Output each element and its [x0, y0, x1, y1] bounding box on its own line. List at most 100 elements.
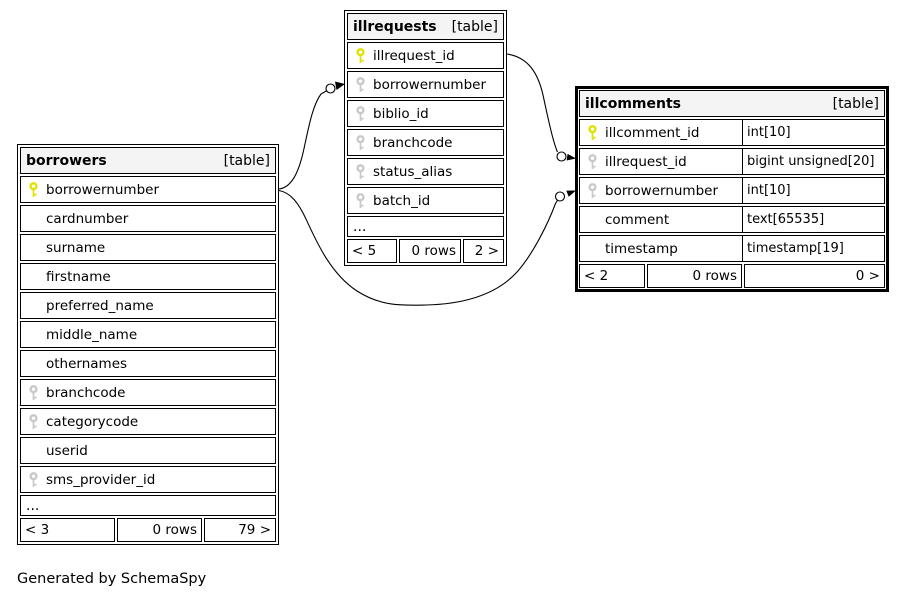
- key-icon: [587, 212, 598, 228]
- foreign-key-icon: [28, 471, 39, 488]
- table-tag: [table]: [223, 152, 270, 169]
- primary-key-icon: [355, 47, 366, 64]
- column-type: text[65535]: [747, 212, 825, 227]
- column-name: sms_provider_id: [46, 471, 156, 488]
- cardinality-circle-icon: [554, 191, 566, 202]
- column-row-userid: userid: [20, 437, 276, 464]
- column-row-timestamp: timestamp timestamp[19]: [579, 235, 885, 262]
- relationship-line: [278, 90, 328, 190]
- column-name: firstname: [46, 268, 111, 285]
- table-title: borrowers: [26, 152, 107, 169]
- key-icon: [28, 443, 39, 459]
- column-name: batch_id: [373, 192, 431, 209]
- relationship-illrequests-to-illcomments: [506, 53, 576, 162]
- column-row-sms-provider-id: sms_provider_id: [20, 466, 276, 493]
- key-icon: [587, 241, 598, 257]
- arrowhead-icon: [566, 153, 576, 161]
- column-name: userid: [46, 442, 88, 459]
- arrowhead-icon: [335, 81, 345, 90]
- column-name: borrowernumber: [373, 76, 487, 93]
- column-name: middle_name: [46, 326, 138, 343]
- table-footer: < 2 0 rows 0 >: [579, 264, 885, 288]
- key-icon: [28, 327, 39, 343]
- column-name: biblio_id: [373, 105, 429, 122]
- column-name: branchcode: [46, 384, 126, 401]
- column-row-illcomment-id: illcomment_id int[10]: [579, 119, 885, 146]
- table-tag: [table]: [832, 95, 879, 112]
- column-name: preferred_name: [46, 297, 154, 314]
- column-name: othernames: [46, 355, 128, 372]
- foreign-key-icon: [587, 153, 598, 170]
- ellipsis-row: ...: [347, 216, 504, 237]
- footer-children-count: 0 >: [744, 264, 885, 288]
- foreign-key-icon: [28, 413, 39, 430]
- table-illrequests-header[interactable]: illrequests [table]: [347, 13, 504, 40]
- column-row-illrequest-id: illrequest_id: [347, 42, 504, 69]
- column-row-surname: surname: [20, 234, 276, 261]
- key-icon: [28, 211, 39, 227]
- column-row-branchcode: branchcode: [347, 129, 504, 156]
- table-illcomments: illcomments [table] illcomment_id int[10…: [575, 86, 889, 292]
- footer-children-count: 2 >: [463, 239, 504, 263]
- footer-referrers-count: < 3: [20, 518, 115, 542]
- table-title: illcomments: [585, 95, 681, 112]
- column-row-borrowernumber: borrowernumber int[10]: [579, 177, 885, 204]
- key-icon: [28, 240, 39, 256]
- column-name: comment: [605, 211, 670, 228]
- generated-by-caption: Generated by SchemaSpy: [17, 571, 207, 587]
- column-row-preferred-name: preferred_name: [20, 292, 276, 319]
- column-type: int[10]: [747, 183, 791, 198]
- footer-row-count: 0 rows: [399, 239, 461, 263]
- column-name: illrequest_id: [373, 47, 455, 64]
- column-type: int[10]: [747, 125, 791, 140]
- cardinality-circle-icon: [556, 151, 567, 162]
- key-icon: [28, 356, 39, 372]
- ellipsis-row: ...: [20, 495, 276, 516]
- column-row-borrowernumber: borrowernumber: [20, 176, 276, 203]
- column-name: illcomment_id: [605, 124, 700, 141]
- column-row-categorycode: categorycode: [20, 408, 276, 435]
- arrowhead-icon: [566, 190, 576, 197]
- column-name: timestamp: [605, 240, 678, 257]
- footer-row-count: 0 rows: [647, 264, 742, 288]
- table-footer: < 3 0 rows 79 >: [20, 518, 276, 542]
- relationship-line: [506, 53, 559, 153]
- footer-referrers-count: < 2: [579, 264, 645, 288]
- column-name: status_alias: [373, 163, 453, 180]
- foreign-key-icon: [355, 105, 366, 122]
- column-name: borrowernumber: [46, 181, 160, 198]
- table-tag: [table]: [451, 18, 498, 35]
- column-row-othernames: othernames: [20, 350, 276, 377]
- key-icon: [28, 269, 39, 285]
- column-name: cardnumber: [46, 210, 129, 227]
- foreign-key-icon: [355, 163, 366, 180]
- column-type: bigint unsigned[20]: [747, 154, 875, 169]
- foreign-key-icon: [355, 192, 366, 209]
- column-row-cardnumber: cardnumber: [20, 205, 276, 232]
- column-name: branchcode: [373, 134, 453, 151]
- column-row-comment: comment text[65535]: [579, 206, 885, 233]
- column-row-borrowernumber: borrowernumber: [347, 71, 504, 98]
- column-row-biblio-id: biblio_id: [347, 100, 504, 127]
- footer-row-count: 0 rows: [117, 518, 202, 542]
- table-borrowers-header[interactable]: borrowers [table]: [20, 147, 276, 174]
- column-row-status-alias: status_alias: [347, 158, 504, 185]
- primary-key-icon: [587, 124, 598, 141]
- column-type: timestamp[19]: [747, 241, 844, 256]
- foreign-key-icon: [587, 182, 598, 199]
- table-title: illrequests: [353, 18, 437, 35]
- foreign-key-icon: [355, 134, 366, 151]
- relationship-borrowers-to-illcomments: [278, 189, 576, 306]
- column-name: categorycode: [46, 413, 139, 430]
- column-row-illrequest-id: illrequest_id bigint unsigned[20]: [579, 148, 885, 175]
- table-illcomments-header[interactable]: illcomments [table]: [579, 90, 885, 117]
- table-footer: < 5 0 rows 2 >: [347, 239, 504, 263]
- foreign-key-icon: [355, 76, 366, 93]
- relationship-borrowers-to-illrequests: [278, 81, 345, 190]
- table-borrowers: borrowers [table] borrowernumber cardnum…: [17, 144, 279, 545]
- column-row-branchcode: branchcode: [20, 379, 276, 406]
- primary-key-icon: [28, 181, 39, 198]
- column-row-batch-id: batch_id: [347, 187, 504, 214]
- footer-children-count: 79 >: [204, 518, 276, 542]
